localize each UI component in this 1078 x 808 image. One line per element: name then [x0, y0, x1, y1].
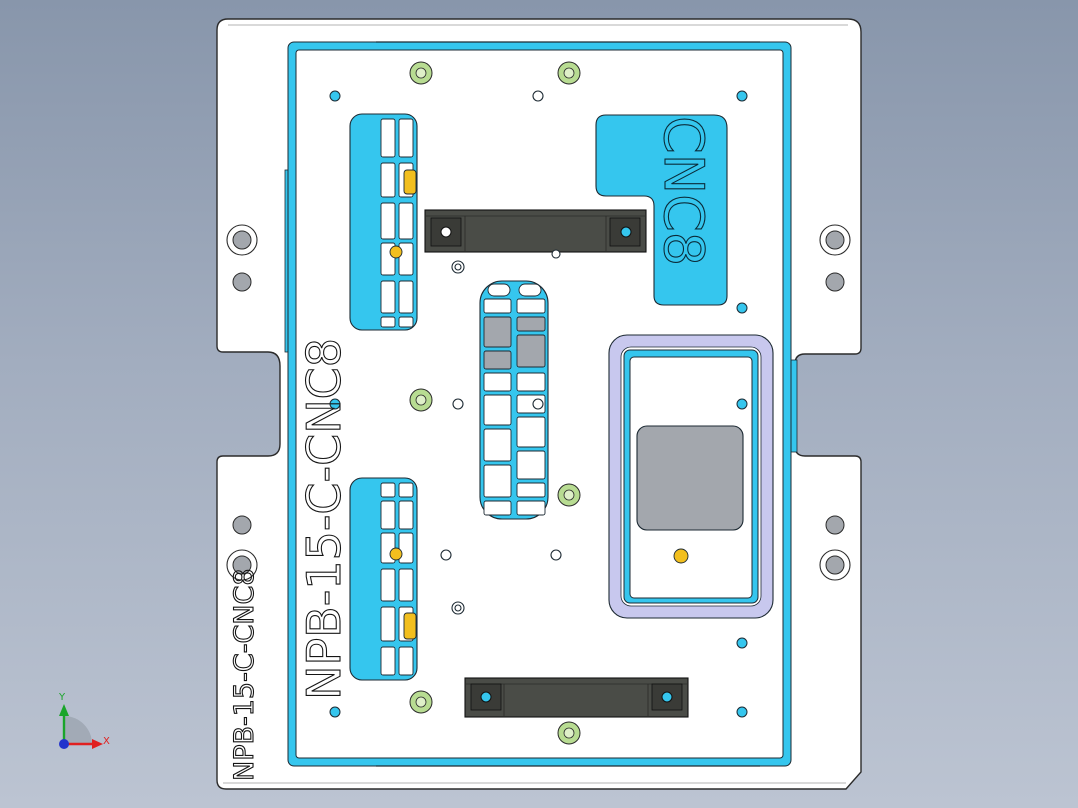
- y-axis-label: Y: [58, 692, 66, 703]
- pocket-cnc8[interactable]: CNC8: [595, 114, 728, 306]
- pocket-lower-left[interactable]: [349, 477, 418, 681]
- pin: [557, 483, 581, 507]
- screw-hole: [480, 691, 492, 703]
- pocket-engraving: CNC8: [652, 116, 715, 266]
- clamp-upper[interactable]: [424, 209, 647, 253]
- pin: [557, 721, 581, 745]
- screw-hole: [661, 691, 673, 703]
- pin: [409, 690, 433, 714]
- base-holes: [226, 224, 851, 581]
- locator-pin: [389, 245, 403, 259]
- x-axis-label: X: [103, 736, 110, 747]
- pocket-upper-left[interactable]: [349, 113, 418, 331]
- locator-pad: [403, 169, 417, 195]
- engraving-edge: NPB-15-C-CNC8: [229, 568, 260, 781]
- pocket-center[interactable]: [479, 280, 549, 520]
- white-holes: [440, 90, 562, 615]
- axis-triad[interactable]: Y X: [58, 692, 110, 749]
- pin: [409, 61, 433, 85]
- screw-hole: [620, 226, 632, 238]
- locator-pad: [403, 612, 417, 640]
- side-notch-right: [790, 359, 798, 453]
- locator-pin: [673, 548, 689, 564]
- cavity-gray-window: [636, 425, 744, 531]
- cavity-right[interactable]: [608, 334, 774, 619]
- clamp-lower[interactable]: [464, 677, 689, 718]
- green-pins: [409, 61, 581, 745]
- cyan-holes: [329, 90, 748, 718]
- engraving-large: NPB-15-C-CNC8: [297, 338, 351, 700]
- pin: [409, 388, 433, 412]
- pin: [557, 61, 581, 85]
- locator-pin: [389, 547, 403, 561]
- screw-hole: [440, 226, 452, 238]
